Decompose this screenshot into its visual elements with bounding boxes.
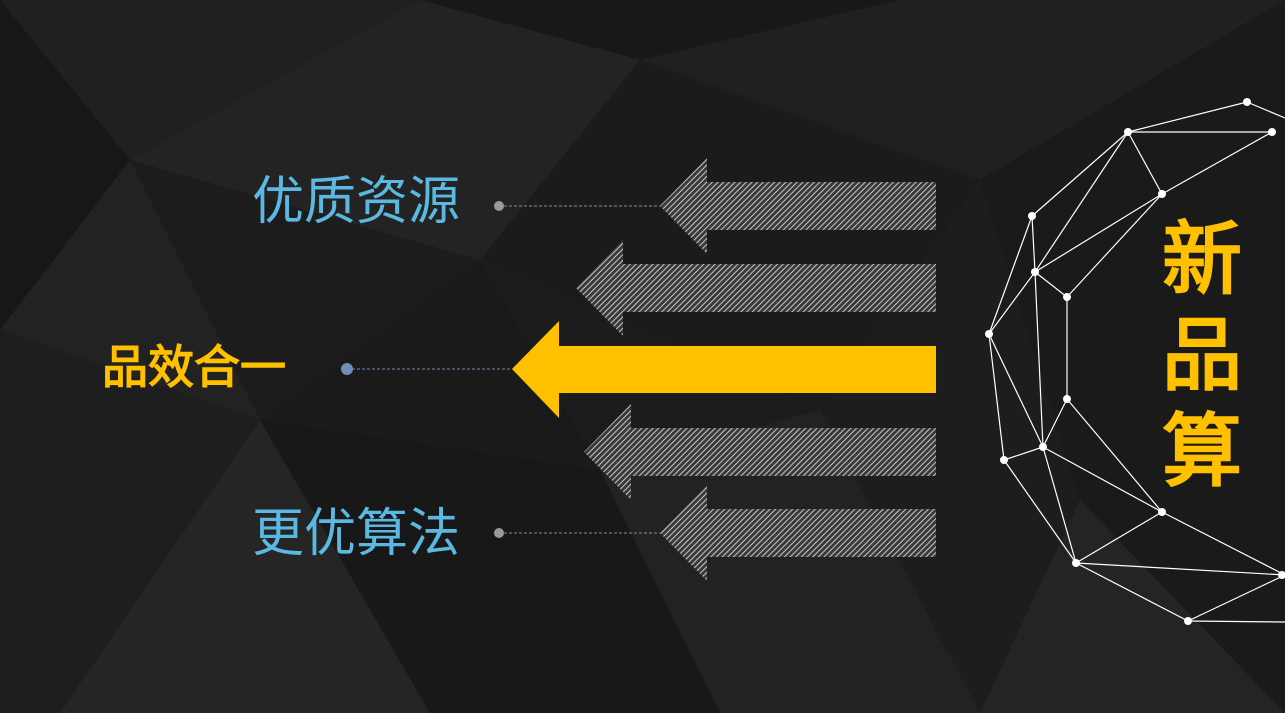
left-arrow-icon (576, 240, 936, 336)
connector-dot-algorithm (494, 528, 504, 538)
left-arrow-icon (660, 158, 936, 254)
left-arrow-icon (584, 404, 936, 500)
connector-dot-resources (494, 201, 504, 211)
connector-algorithm (494, 528, 660, 538)
label-brand-performance-integration: 品效合一 (102, 340, 286, 394)
title-char-1: 新 (1162, 213, 1242, 306)
title-char-3: 算 (1162, 405, 1242, 498)
left-arrow-icon (660, 485, 936, 581)
label-quality-resources: 优质资源 (252, 172, 461, 232)
connector-resources (494, 201, 660, 211)
title-char-2: 品 (1162, 309, 1242, 402)
left-arrow-icon-highlight (512, 321, 936, 418)
connector-dot-integration (341, 363, 353, 375)
connector-integration (341, 363, 512, 375)
vertical-title: 新 品 算 (1152, 212, 1252, 500)
label-better-algorithm: 更优算法 (252, 504, 461, 564)
